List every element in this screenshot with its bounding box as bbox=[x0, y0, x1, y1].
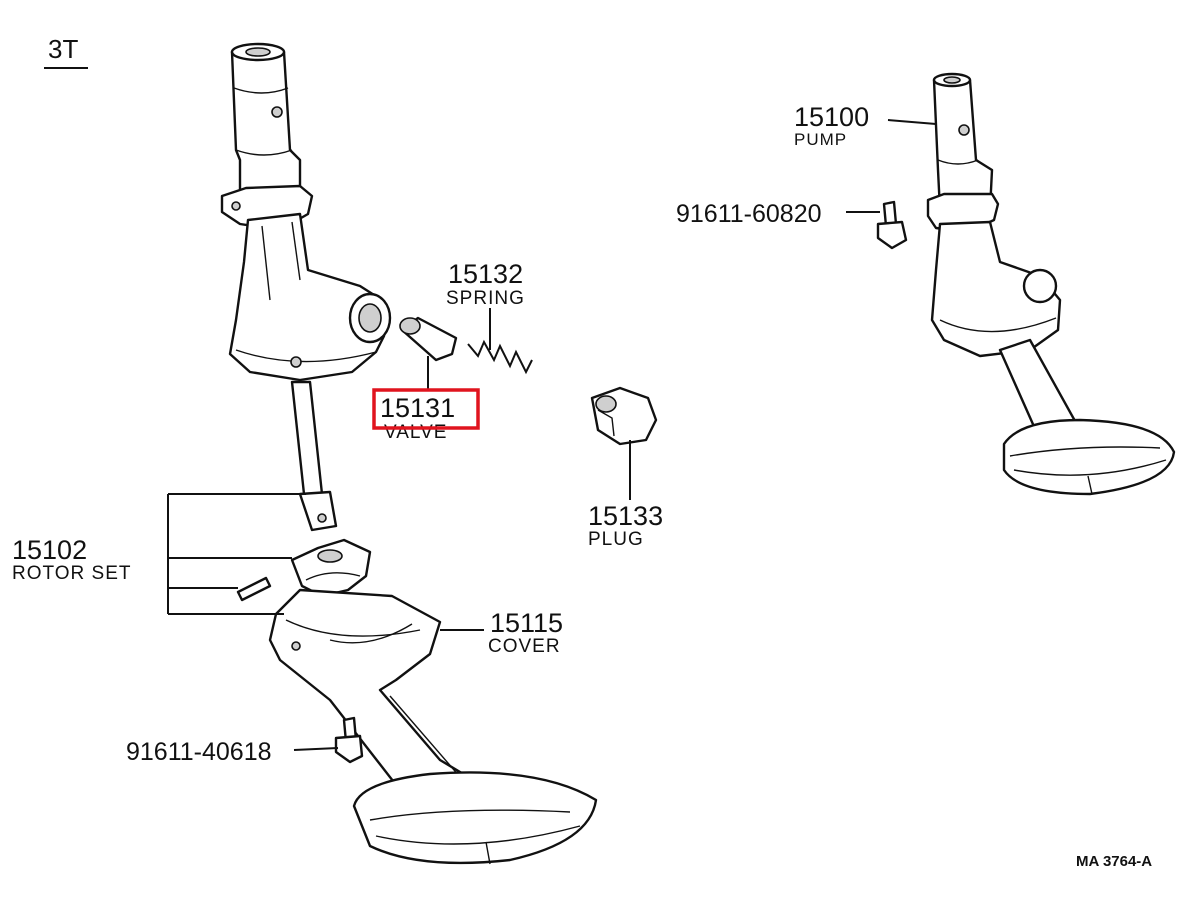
part-number: 91611-60820 bbox=[676, 200, 822, 228]
part-name: SPRING bbox=[446, 288, 525, 309]
right-pump-assembly bbox=[926, 72, 1176, 496]
label-bolt-upper: 91611-60820 bbox=[676, 200, 822, 228]
part-number: 15100 bbox=[794, 102, 869, 132]
label-plug: 15133 PLUG bbox=[588, 501, 663, 550]
highlight-box bbox=[372, 388, 480, 430]
label-valve: 15131 VALVE bbox=[372, 388, 480, 443]
engine-code-label: 3T bbox=[44, 34, 88, 69]
part-number: 15115 bbox=[490, 608, 563, 638]
spring-part-drawing bbox=[467, 339, 533, 375]
part-number: 15131 bbox=[380, 393, 455, 423]
plug-part-drawing bbox=[590, 386, 658, 446]
part-name: ROTOR SET bbox=[12, 563, 132, 584]
part-name: PUMP bbox=[794, 130, 847, 149]
engine-code: 3T bbox=[48, 34, 78, 64]
part-name: COVER bbox=[488, 636, 561, 657]
part-number: 15133 bbox=[588, 501, 663, 531]
part-number: 15102 bbox=[12, 535, 87, 565]
label-bolt-lower: 91611-40618 bbox=[126, 738, 272, 766]
label-rotor-set: 15102 ROTOR SET bbox=[12, 535, 132, 584]
part-number: 91611-40618 bbox=[126, 738, 272, 766]
left-pump-assembly bbox=[220, 42, 598, 865]
reference-code: MA 3764-A bbox=[1076, 853, 1152, 870]
part-name: VALVE bbox=[384, 422, 447, 443]
label-spring: 15132 SPRING bbox=[446, 259, 525, 309]
lower-bolt-drawing bbox=[334, 716, 364, 764]
part-name: PLUG bbox=[588, 529, 644, 550]
valve-part-drawing bbox=[399, 316, 458, 362]
label-pump: 15100 PUMP bbox=[794, 102, 869, 149]
leader-lines bbox=[167, 119, 937, 751]
label-cover: 15115 COVER bbox=[488, 608, 563, 657]
part-number: 15132 bbox=[448, 259, 523, 289]
upper-bolt-drawing bbox=[876, 200, 908, 250]
